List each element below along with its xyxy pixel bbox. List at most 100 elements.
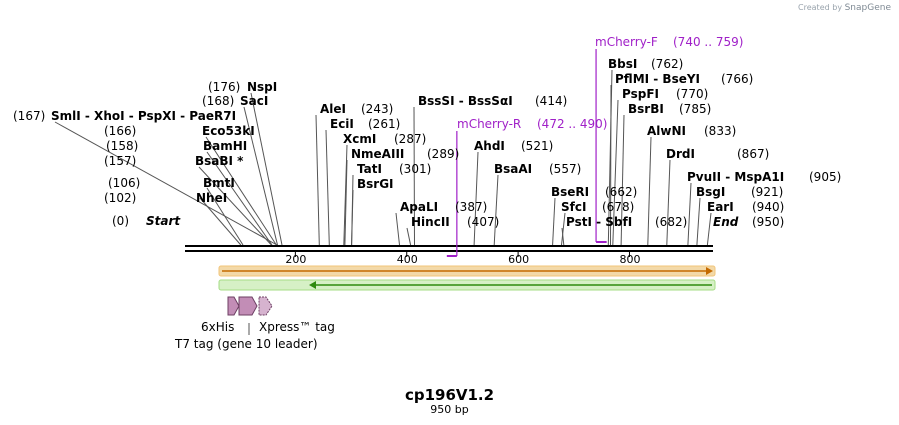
restriction-site-name[interactable]: BsrGI [357, 177, 394, 191]
restriction-site-name[interactable]: AleI [320, 102, 346, 116]
restriction-site-position: (678) [602, 200, 634, 214]
ruler-tick-label: 800 [619, 253, 640, 266]
cut-site-line [493, 174, 499, 246]
cut-site-line [696, 197, 701, 246]
cut-site-line [198, 166, 272, 246]
cut-site-line [325, 129, 330, 246]
primer-name[interactable]: mCherry-R [457, 117, 521, 131]
restriction-site-position: (682) [655, 215, 687, 229]
restriction-site-position: (167) [13, 109, 45, 123]
feature-6xhis[interactable] [227, 296, 240, 316]
restriction-site-name[interactable]: AlwNI [647, 124, 686, 138]
restriction-site-name[interactable]: NheI [196, 191, 227, 205]
restriction-site-position: (785) [679, 102, 711, 116]
cut-site-line [610, 84, 612, 246]
restriction-site-position: (176) [208, 80, 240, 94]
map-length: 950 bp [430, 403, 469, 416]
restriction-site-position: (0) [112, 214, 129, 228]
restriction-site-name[interactable]: HincII [411, 215, 450, 229]
restriction-site-position: (287) [394, 132, 426, 146]
restriction-site-position: (662) [605, 185, 637, 199]
cut-site-line [413, 106, 415, 246]
restriction-site-position: (157) [104, 154, 136, 168]
restriction-site-name[interactable]: DrdI [666, 147, 695, 161]
restriction-site-position: (950) [752, 215, 784, 229]
orf-reverse[interactable] [218, 279, 716, 291]
restriction-site-name[interactable]: BbsI [608, 57, 637, 71]
restriction-site-name[interactable]: AhdI [474, 139, 505, 153]
restriction-site-name[interactable]: BsaBI * [195, 154, 244, 168]
restriction-site-position: (168) [202, 94, 234, 108]
restriction-site-position: (867) [737, 147, 769, 161]
restriction-site-name[interactable]: BsrBI [628, 102, 664, 116]
cut-site-line [473, 151, 479, 246]
restriction-site-position: (289) [427, 147, 459, 161]
primer-name[interactable]: mCherry-F [595, 35, 658, 49]
cut-site-line [54, 121, 278, 246]
restriction-site-name[interactable]: EarI [707, 200, 734, 214]
cut-site-line [205, 136, 277, 246]
restriction-site-name[interactable]: BamHI [203, 139, 247, 153]
cut-site-line [243, 106, 278, 246]
map-title: cp196V1.2 [404, 386, 495, 404]
restriction-site-name[interactable]: SmlI - XhoI - PspXI - PaeR7I [51, 109, 236, 123]
ruler-tick-label: 600 [508, 253, 529, 266]
restriction-site-name[interactable]: SfcI [561, 200, 586, 214]
restriction-site-position: (770) [676, 87, 708, 101]
feature-xpress-tag[interactable] [258, 296, 273, 316]
restriction-site-position: (521) [521, 139, 553, 153]
restriction-site-labels: Start (0) NheI (102) BmtI (106) BsaBI * (157) Ba… [13, 57, 841, 229]
restriction-site-name[interactable]: BssSI - BssSαI [418, 94, 513, 108]
restriction-site-name[interactable]: PflMI - BseYI [615, 72, 700, 86]
cut-site-line [351, 189, 354, 246]
sequence-backbone [185, 245, 713, 252]
restriction-site-name[interactable]: BsaAI [494, 162, 532, 176]
restriction-site-position: (921) [751, 185, 783, 199]
restriction-site-position: (940) [752, 200, 784, 214]
cut-site-line [552, 197, 556, 246]
restriction-site-name[interactable]: TatI [357, 162, 382, 176]
restriction-site-name[interactable]: ApaLI [400, 200, 438, 214]
cut-site-line [395, 212, 400, 246]
cut-site-line [315, 114, 320, 246]
restriction-site-position: (762) [651, 57, 683, 71]
feature-t7-tag[interactable] [238, 296, 258, 316]
ruler-tick-label: 400 [397, 253, 418, 266]
cut-site-line [206, 151, 273, 246]
restriction-site-name[interactable]: PvuII - MspA1I [687, 170, 784, 184]
restriction-site-name[interactable]: XcmI [343, 132, 376, 146]
cut-site-lines [54, 69, 712, 246]
snapgene-logo-text: SnapGene [844, 3, 891, 13]
restriction-site-position: (166) [104, 124, 136, 138]
cut-site-line [250, 92, 283, 246]
restriction-site-name[interactable]: BsgI [696, 185, 725, 199]
orf-forward[interactable] [218, 265, 716, 277]
snapgene-branding: Created by SnapGene [798, 3, 891, 13]
cut-site-line [561, 212, 566, 246]
cut-site-line [561, 227, 565, 246]
restriction-site-name[interactable]: EciI [330, 117, 354, 131]
restriction-site-name[interactable]: PspFI [622, 87, 659, 101]
created-by-text: Created by [798, 3, 843, 12]
restriction-site-position: (106) [108, 176, 140, 190]
restriction-site-name[interactable]: End [713, 215, 739, 229]
cut-site-line [647, 136, 652, 246]
cut-site-line [344, 159, 348, 246]
cut-site-line [687, 182, 692, 246]
restriction-site-name[interactable]: PstI - SbfI [566, 215, 632, 229]
restriction-site-position: (905) [809, 170, 841, 184]
restriction-site-name[interactable]: BmtI [203, 176, 235, 190]
restriction-site-position: (414) [535, 94, 567, 108]
restriction-site-name[interactable]: NspI [247, 80, 277, 94]
feature-label-xpress: Xpress™ tag [259, 320, 335, 334]
restriction-site-name[interactable]: Start [146, 214, 181, 228]
cut-site-line [666, 159, 671, 246]
restriction-site-name[interactable]: Eco53kI [202, 124, 255, 138]
restriction-site-position: (102) [104, 191, 136, 205]
restriction-site-name[interactable]: NmeAIII [351, 147, 404, 161]
restriction-site-name[interactable]: SacI [240, 94, 268, 108]
restriction-site-position: (261) [368, 117, 400, 131]
restriction-site-name[interactable]: BseRI [551, 185, 589, 199]
ruler-tick-label: 200 [285, 253, 306, 266]
